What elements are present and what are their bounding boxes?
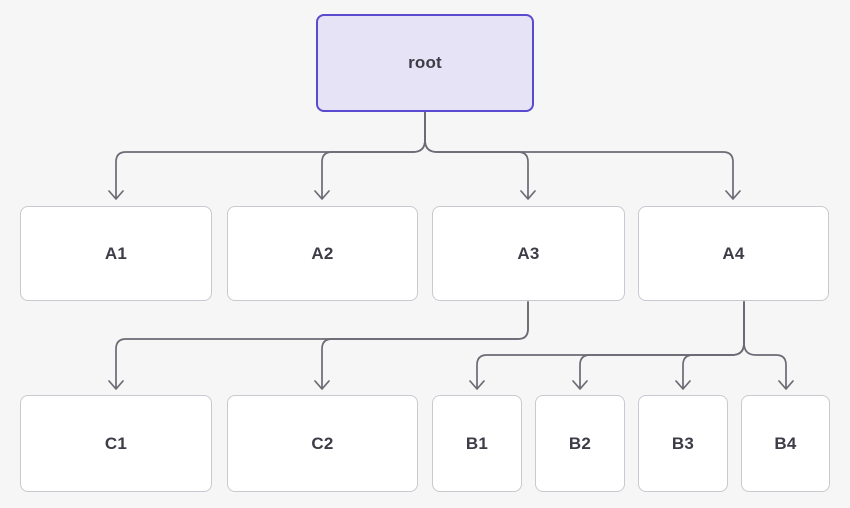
edge-a3-c2	[314, 301, 529, 390]
edge-a3-c1	[108, 301, 529, 390]
node-c2: C2	[227, 395, 418, 492]
node-a2-label: A2	[311, 243, 334, 263]
node-root: root	[316, 14, 534, 112]
node-b2: B2	[535, 395, 625, 492]
node-a1: A1	[20, 206, 212, 301]
node-a1-label: A1	[104, 243, 128, 263]
edge-root-a1	[108, 111, 426, 200]
node-a3: A3	[432, 206, 625, 301]
edge-a4-b1	[469, 301, 745, 390]
node-b3-label: B3	[671, 433, 695, 453]
edge-a4-b4	[743, 301, 794, 390]
node-b3: B3	[638, 395, 728, 492]
node-c1: C1	[20, 395, 212, 492]
node-b1-label: B1	[465, 433, 489, 453]
node-root-label: root	[408, 53, 442, 72]
edge-a4-b3	[675, 301, 745, 390]
node-b2-label: B2	[568, 433, 592, 453]
node-a2: A2	[227, 206, 418, 301]
node-b1: B1	[432, 395, 522, 492]
edge-root-a4	[424, 111, 741, 200]
edge-a4-b2	[572, 301, 745, 390]
edge-root-a2	[314, 111, 426, 200]
node-a4-label: A4	[722, 243, 745, 263]
node-a3-label: A3	[517, 243, 540, 263]
node-c2-label: C2	[311, 433, 334, 453]
node-b4: B4	[741, 395, 830, 492]
node-c1-label: C1	[104, 433, 128, 453]
edge-root-a3	[424, 111, 536, 200]
node-a4: A4	[638, 206, 829, 301]
node-b4-label: B4	[774, 433, 797, 453]
